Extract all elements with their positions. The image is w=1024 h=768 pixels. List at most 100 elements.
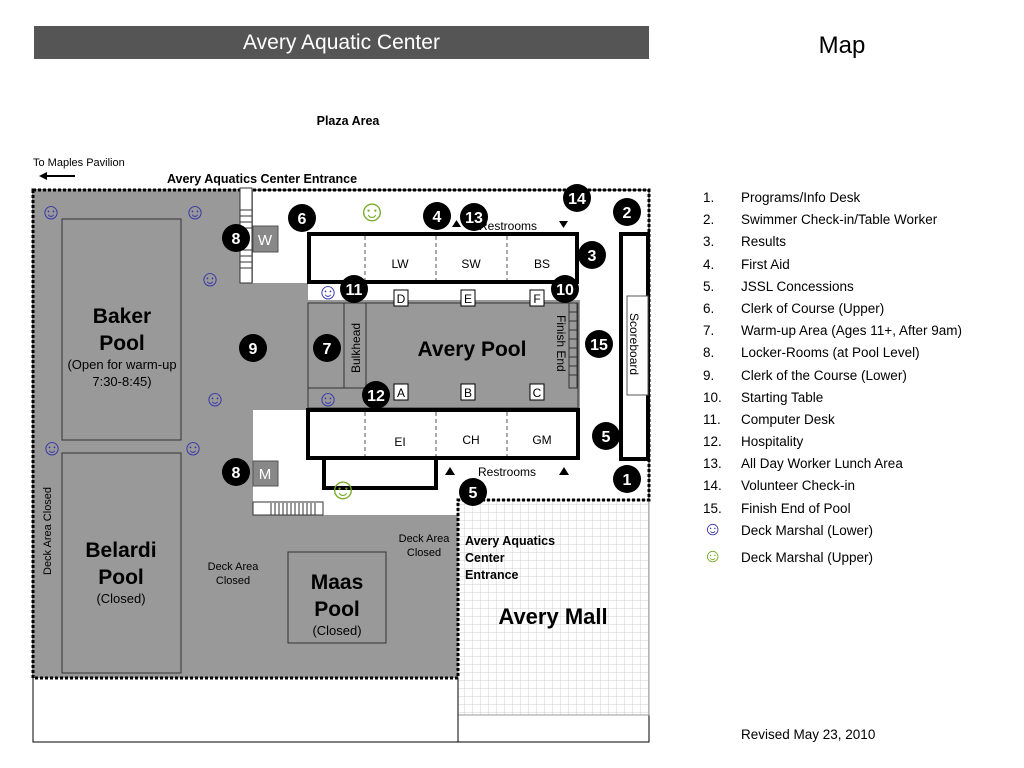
finish-end-label: Finish End	[554, 315, 568, 372]
deck-area-closed-right-1: Deck Area	[399, 533, 451, 545]
legend-label: First Aid	[741, 256, 790, 272]
smiley-blue-icon: ☺	[182, 435, 204, 460]
marker-3: 3	[588, 248, 597, 265]
room-lw-label: LW	[391, 257, 409, 271]
entrance-top-label: Avery Aquatics Center Entrance	[167, 172, 357, 186]
marker-9-circle	[239, 334, 267, 362]
smiley-blue-icon: ☺	[41, 435, 63, 460]
legend-label: Swimmer Check-in/Table Worker	[741, 212, 938, 228]
marker-13: 13	[465, 210, 483, 227]
locker-women-label: W	[258, 232, 273, 249]
marker-12: 12	[367, 388, 385, 405]
legend-item: 4. First Aid	[703, 256, 1003, 278]
stairs-lower	[252, 501, 324, 516]
marker-5-circle-right	[592, 422, 620, 450]
bulkhead	[343, 302, 367, 389]
marker-2-circle	[613, 198, 641, 226]
marker-10: 10	[556, 282, 574, 299]
scoreboard-label: Scoreboard	[627, 313, 641, 375]
room-ei-label: EI	[394, 435, 405, 449]
legend-number: 10.	[703, 389, 722, 405]
legend-number: 9.	[703, 367, 715, 383]
marker-6: 6	[298, 211, 307, 228]
marker-8-circle-lower	[222, 458, 250, 486]
triangle-up-icon	[445, 467, 455, 475]
legend-number: 4.	[703, 256, 715, 272]
legend-label: Starting Table	[741, 389, 824, 405]
triangle-up-icon	[452, 220, 461, 227]
deck-area-closed-left-2: Closed	[216, 575, 250, 587]
legend-item-marshal: ☺ Deck Marshal (Lower)	[703, 518, 1003, 549]
smiley-blue-icon: ☺	[40, 199, 62, 224]
marker-1: 1	[623, 472, 632, 489]
marker-14: 14	[568, 191, 586, 208]
facility-floor-plan: D E F A B C LW SW BS EI CH GM W M Plaza …	[31, 114, 651, 743]
legend-label: Deck Marshal (Upper)	[741, 549, 874, 565]
legend-number: 2.	[703, 212, 715, 228]
legend-item: 9. Clerk of the Course (Lower)	[703, 367, 1003, 389]
legend-label: Results	[741, 234, 787, 250]
legend-number: 7.	[703, 323, 715, 339]
legend-item: 1.Programs/Info Desk	[703, 189, 1003, 211]
marker-9: 9	[249, 341, 258, 358]
legend-item: 7.Warm-up Area (Ages 11+, After 9am)	[703, 322, 1003, 344]
legend-number: 8.	[703, 345, 715, 361]
legend-label: All Day Worker Lunch Area	[741, 456, 903, 472]
smiley-blue-icon: ☺	[184, 199, 206, 224]
baker-pool	[61, 218, 182, 441]
smiley-green-icon: ☺	[328, 473, 359, 506]
legend-label: Locker-Rooms (at Pool Level)	[741, 345, 920, 361]
baker-pool-name-2: Pool	[99, 332, 145, 355]
to-maples-label: To Maples Pavilion	[33, 157, 125, 169]
locker-men-label: M	[259, 466, 272, 483]
restrooms-lower-label: Restrooms	[478, 465, 536, 479]
belardi-pool	[61, 452, 182, 674]
legend-label: Programs/Info Desk	[741, 190, 861, 205]
marker-12-circle	[362, 381, 390, 409]
marker-11-circle	[340, 275, 368, 303]
legend-number: 3.	[703, 234, 715, 250]
legend-item: 11.Computer Desk	[703, 411, 1003, 433]
page-title: Avery Aquatic Center	[34, 26, 649, 59]
legend-label: Volunteer Check-in	[741, 478, 856, 494]
finish-end-strip	[568, 302, 578, 389]
marker-8-upper: 8	[232, 231, 241, 248]
legend-number: 11.	[703, 411, 721, 427]
avery-pool-label: Avery Pool	[418, 338, 527, 361]
marker-10-circle	[551, 275, 579, 303]
marker-13-circle	[460, 203, 488, 231]
marker-8-lower: 8	[232, 465, 241, 482]
room-gm-label: GM	[532, 433, 551, 447]
marker-7: 7	[323, 341, 332, 358]
maas-pool-name-2: Pool	[314, 598, 360, 621]
smiley-blue-icon: ☺	[317, 386, 339, 411]
room-ch-label: CH	[462, 433, 479, 447]
legend-number: 5.	[703, 278, 715, 294]
smiley-blue-icon: ☺	[317, 279, 339, 304]
maas-pool	[287, 551, 387, 644]
legend-number: 6.	[703, 300, 715, 316]
lane-c-label: C	[533, 386, 542, 400]
legend-label: Clerk of the Course (Lower)	[741, 367, 907, 383]
legend-item: 2. Swimmer Check-in/Table Worker	[703, 211, 1003, 233]
marker-8-circle-upper	[222, 224, 250, 252]
room-bs-label: BS	[534, 257, 550, 271]
smiley-blue-icon: ☺	[703, 518, 723, 540]
belardi-pool-name-2: Pool	[98, 566, 144, 589]
marker-14-circle	[563, 184, 591, 212]
marker-6-circle	[288, 204, 316, 232]
legend-item: 13.All Day Worker Lunch Area	[703, 455, 1003, 477]
smiley-blue-icon: ☺	[199, 266, 221, 291]
arrow-left-icon	[39, 172, 47, 180]
avery-mall-area	[457, 499, 650, 716]
map-heading: Map	[818, 32, 866, 59]
entrance-mall-line-2: Center	[465, 551, 505, 565]
smiley-green-icon: ☺	[703, 545, 723, 567]
locker-room-men	[252, 460, 279, 487]
legend-item: 15.Finish End of Pool	[703, 500, 1003, 522]
legend-label: Deck Marshal (Lower)	[741, 522, 874, 538]
legend-label: Hospitality	[741, 434, 804, 450]
lane-a-label: A	[397, 386, 405, 400]
belardi-pool-name-1: Belardi	[85, 539, 156, 562]
